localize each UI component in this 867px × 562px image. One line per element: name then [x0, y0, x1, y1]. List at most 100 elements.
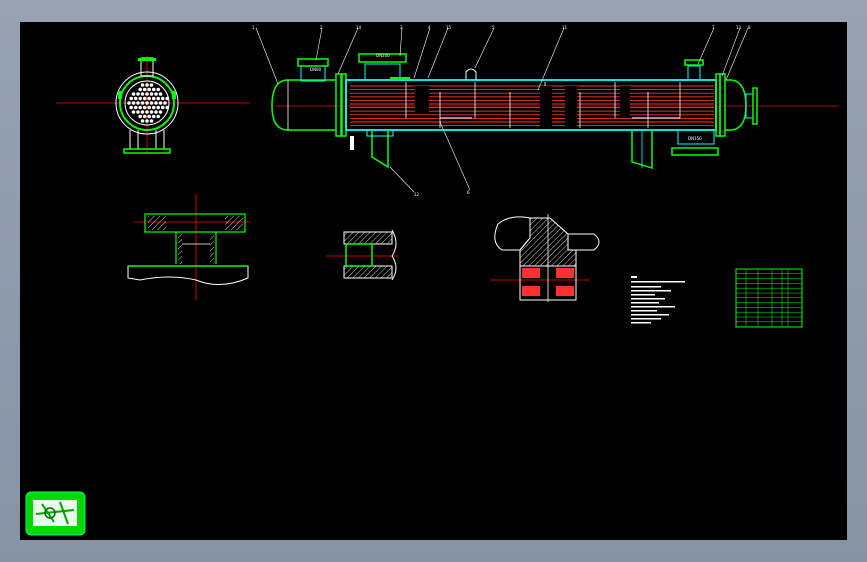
technical-notes [631, 276, 685, 324]
callout-13: 13 [736, 25, 742, 30]
tube-hole [147, 105, 151, 110]
nozzle-label-2: DN200 [376, 53, 390, 58]
detail2-lower-wall [343, 265, 393, 279]
detail3-gasket-right [556, 268, 574, 278]
main-elevation: DN80 DN200 [252, 25, 838, 197]
tube-hole [140, 83, 145, 87]
end-view-side-lug-right [172, 91, 176, 99]
end-view-saddle-base [123, 148, 171, 154]
tube-hole [147, 114, 151, 119]
callout-8: 8 [748, 25, 751, 30]
right-bottom-nozzle [677, 129, 715, 145]
tube-hole [136, 110, 140, 114]
tube-hole [138, 87, 142, 92]
tube-hole [158, 110, 163, 114]
tube-hole [149, 101, 154, 105]
callout-14: 14 [356, 25, 362, 30]
tube-hole [140, 119, 145, 123]
detail2-upper-wall [343, 231, 393, 245]
tube-bundle [127, 83, 169, 123]
tube-hole [151, 87, 156, 92]
tube-hole [140, 110, 145, 114]
tube-hole [149, 119, 154, 123]
cad-logo-icon[interactable] [25, 491, 86, 536]
shell-inlet-nozzle [364, 63, 401, 81]
tube-gaps [415, 86, 630, 128]
right-top-nozzle [687, 65, 701, 81]
callout-2: 2 [320, 25, 323, 30]
left-tubesheet-flange [335, 73, 342, 137]
callout-5: 5 [492, 25, 495, 30]
tube-hole [138, 114, 142, 119]
tube-hole [138, 96, 142, 101]
tube-hole [140, 101, 145, 105]
tube-hole [156, 87, 160, 92]
callout-1: 1 [252, 25, 255, 30]
tube-hole [151, 114, 156, 119]
detail1-flange [144, 213, 246, 233]
tube-hole [129, 105, 133, 110]
tube-hole [163, 101, 167, 105]
detail1-neck-hatch-right [210, 234, 214, 264]
callout-7: 7 [712, 25, 715, 30]
tube-hole [151, 105, 156, 110]
drawing-canvas[interactable]: DN80 DN200 [20, 22, 847, 540]
tube-hole [133, 105, 138, 110]
tube-hole [131, 92, 136, 96]
end-view-tubesheet [124, 80, 170, 126]
callout-3: 3 [400, 25, 403, 30]
parts-table-grid [736, 269, 802, 327]
tube-hole [149, 92, 154, 96]
detail1-shell-wall [127, 265, 249, 285]
detail3-seal-right [556, 286, 574, 296]
tube-hole [151, 96, 156, 101]
tube-hole [145, 110, 149, 114]
callout-11: 11 [562, 25, 568, 30]
detail1-flange-hatch-left [148, 216, 166, 230]
tube-hole [142, 105, 147, 110]
right-bottom-flange [671, 147, 719, 156]
tube-hole [142, 87, 147, 92]
left-channel-head [271, 79, 336, 131]
right-top-nozzle-flange [684, 59, 704, 66]
tube-hole [158, 92, 163, 96]
tube-hole [160, 96, 165, 101]
tube-hole [136, 101, 140, 105]
tube-hole [127, 101, 131, 105]
detail1-flange-hatch-right [225, 216, 243, 230]
detail-tubesheet-joint [490, 214, 600, 302]
left-channel-nozzle-flange [297, 58, 329, 67]
tube-hole [154, 110, 158, 114]
tube-hole [142, 114, 147, 119]
detail3-right-profile [567, 233, 600, 251]
parts-table [735, 268, 803, 328]
tube-hole [133, 96, 138, 101]
tube-hole [140, 92, 145, 96]
tube-hole [165, 105, 169, 110]
shell-inlet-flange [358, 53, 407, 63]
tube-hole [156, 114, 160, 119]
end-view-outer-circle [115, 71, 179, 135]
tube-hole [147, 87, 151, 92]
callout-6: 6 [467, 190, 470, 195]
tube-hole [136, 92, 140, 96]
tube-hole [145, 83, 149, 87]
end-view-saddle [129, 130, 165, 150]
callout-12: 12 [414, 192, 420, 197]
detail-fitting-section [326, 229, 398, 281]
detail2-break-line [391, 229, 397, 281]
logo-circle [44, 507, 56, 519]
tube-hole [154, 92, 158, 96]
tube-hole [154, 101, 158, 105]
shell-inlet-reinforce [390, 77, 410, 80]
tube-hole [138, 105, 142, 110]
end-view-top-flange [138, 58, 156, 61]
nozzle-label-5: DN150 [688, 136, 702, 141]
tube-hole [160, 105, 165, 110]
callout-4: 4 [428, 25, 431, 30]
shell [345, 79, 717, 131]
detail2-tube [345, 243, 373, 267]
detail-nozzle-section [127, 194, 250, 300]
detail1-neck [175, 232, 217, 264]
right-tubesheet-flange [719, 73, 726, 137]
